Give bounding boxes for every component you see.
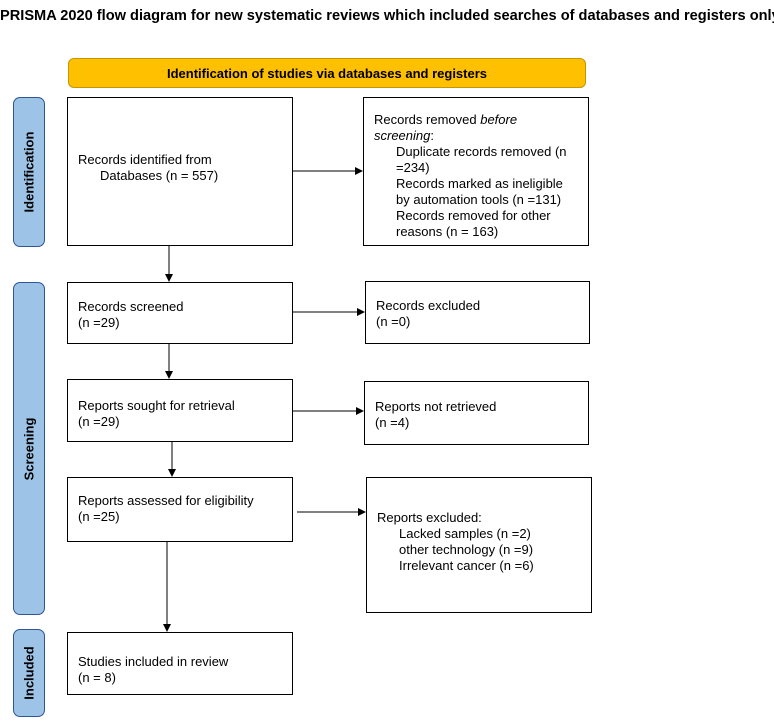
box-records-removed: Records removed before screening: Duplic…: [363, 97, 589, 246]
irrelevant-cancer: Irrelevant cancer (n =6): [399, 558, 534, 573]
banner-label: Identification of studies via databases …: [166, 65, 488, 81]
not-retrieved-line2: (n =4): [375, 415, 410, 430]
lacked-samples: Lacked samples (n =2): [399, 526, 531, 541]
phase-identification: Identification: [13, 97, 45, 247]
not-retrieved-line1: Reports not retrieved: [375, 399, 497, 414]
identification-banner: Identification of studies via databases …: [68, 58, 586, 88]
records-removed-heading-2: screening:: [374, 128, 434, 143]
other-technology: other technology (n =9): [399, 542, 534, 557]
records-identified-line1: Records identified from: [78, 152, 212, 167]
box-records-excluded: Records excluded (n =0): [365, 281, 590, 344]
reports-excluded-heading: Reports excluded:: [377, 510, 482, 525]
box-reports-sought: Reports sought for retrieval (n =29): [67, 379, 293, 442]
box-reports-excluded: Reports excluded: Lacked samples (n =2) …: [366, 477, 592, 613]
records-excluded-line1: Records excluded: [376, 298, 481, 313]
diagram-title: PRISMA 2020 flow diagram for new systema…: [0, 8, 774, 24]
studies-included-line1: Studies included in review: [78, 654, 229, 669]
records-identified-line2: Databases (n = 557): [100, 168, 219, 183]
box-records-screened: Records screened (n =29): [67, 282, 293, 344]
reports-sought-line2: (n =29): [78, 414, 120, 429]
phase-screening: Screening: [13, 282, 45, 615]
phase-included-label: Included: [21, 646, 37, 700]
phase-screening-label: Screening: [21, 417, 37, 480]
reports-assessed-line1: Reports assessed for eligibility: [78, 493, 254, 508]
reports-sought-line1: Reports sought for retrieval: [78, 398, 235, 413]
duplicates-removed-line1: Duplicate records removed (n: [396, 144, 567, 159]
phase-included: Included: [13, 629, 45, 717]
records-screened-line1: Records screened: [78, 299, 184, 314]
records-screened-line2: (n =29): [78, 315, 120, 330]
studies-included-line2: (n = 8): [78, 670, 116, 685]
phase-identification-label: Identification: [21, 131, 37, 213]
automation-ineligible-line1: Records marked as ineligible: [396, 176, 563, 191]
duplicates-removed-line2: =234): [396, 160, 430, 175]
box-studies-included: Studies included in review (n = 8): [67, 632, 293, 695]
records-excluded-line2: (n =0): [376, 314, 411, 329]
records-removed-heading: Records removed before: [374, 112, 518, 127]
automation-ineligible-line2: by automation tools (n =131): [396, 192, 562, 207]
other-reasons-line2: reasons (n = 163): [396, 224, 499, 239]
other-reasons-line1: Records removed for other: [396, 208, 551, 223]
box-records-identified: Records identified from Databases (n = 5…: [67, 97, 293, 246]
box-reports-not-retrieved: Reports not retrieved (n =4): [364, 381, 589, 445]
reports-assessed-line2: (n =25): [78, 509, 120, 524]
box-reports-assessed: Reports assessed for eligibility (n =25): [67, 477, 293, 542]
